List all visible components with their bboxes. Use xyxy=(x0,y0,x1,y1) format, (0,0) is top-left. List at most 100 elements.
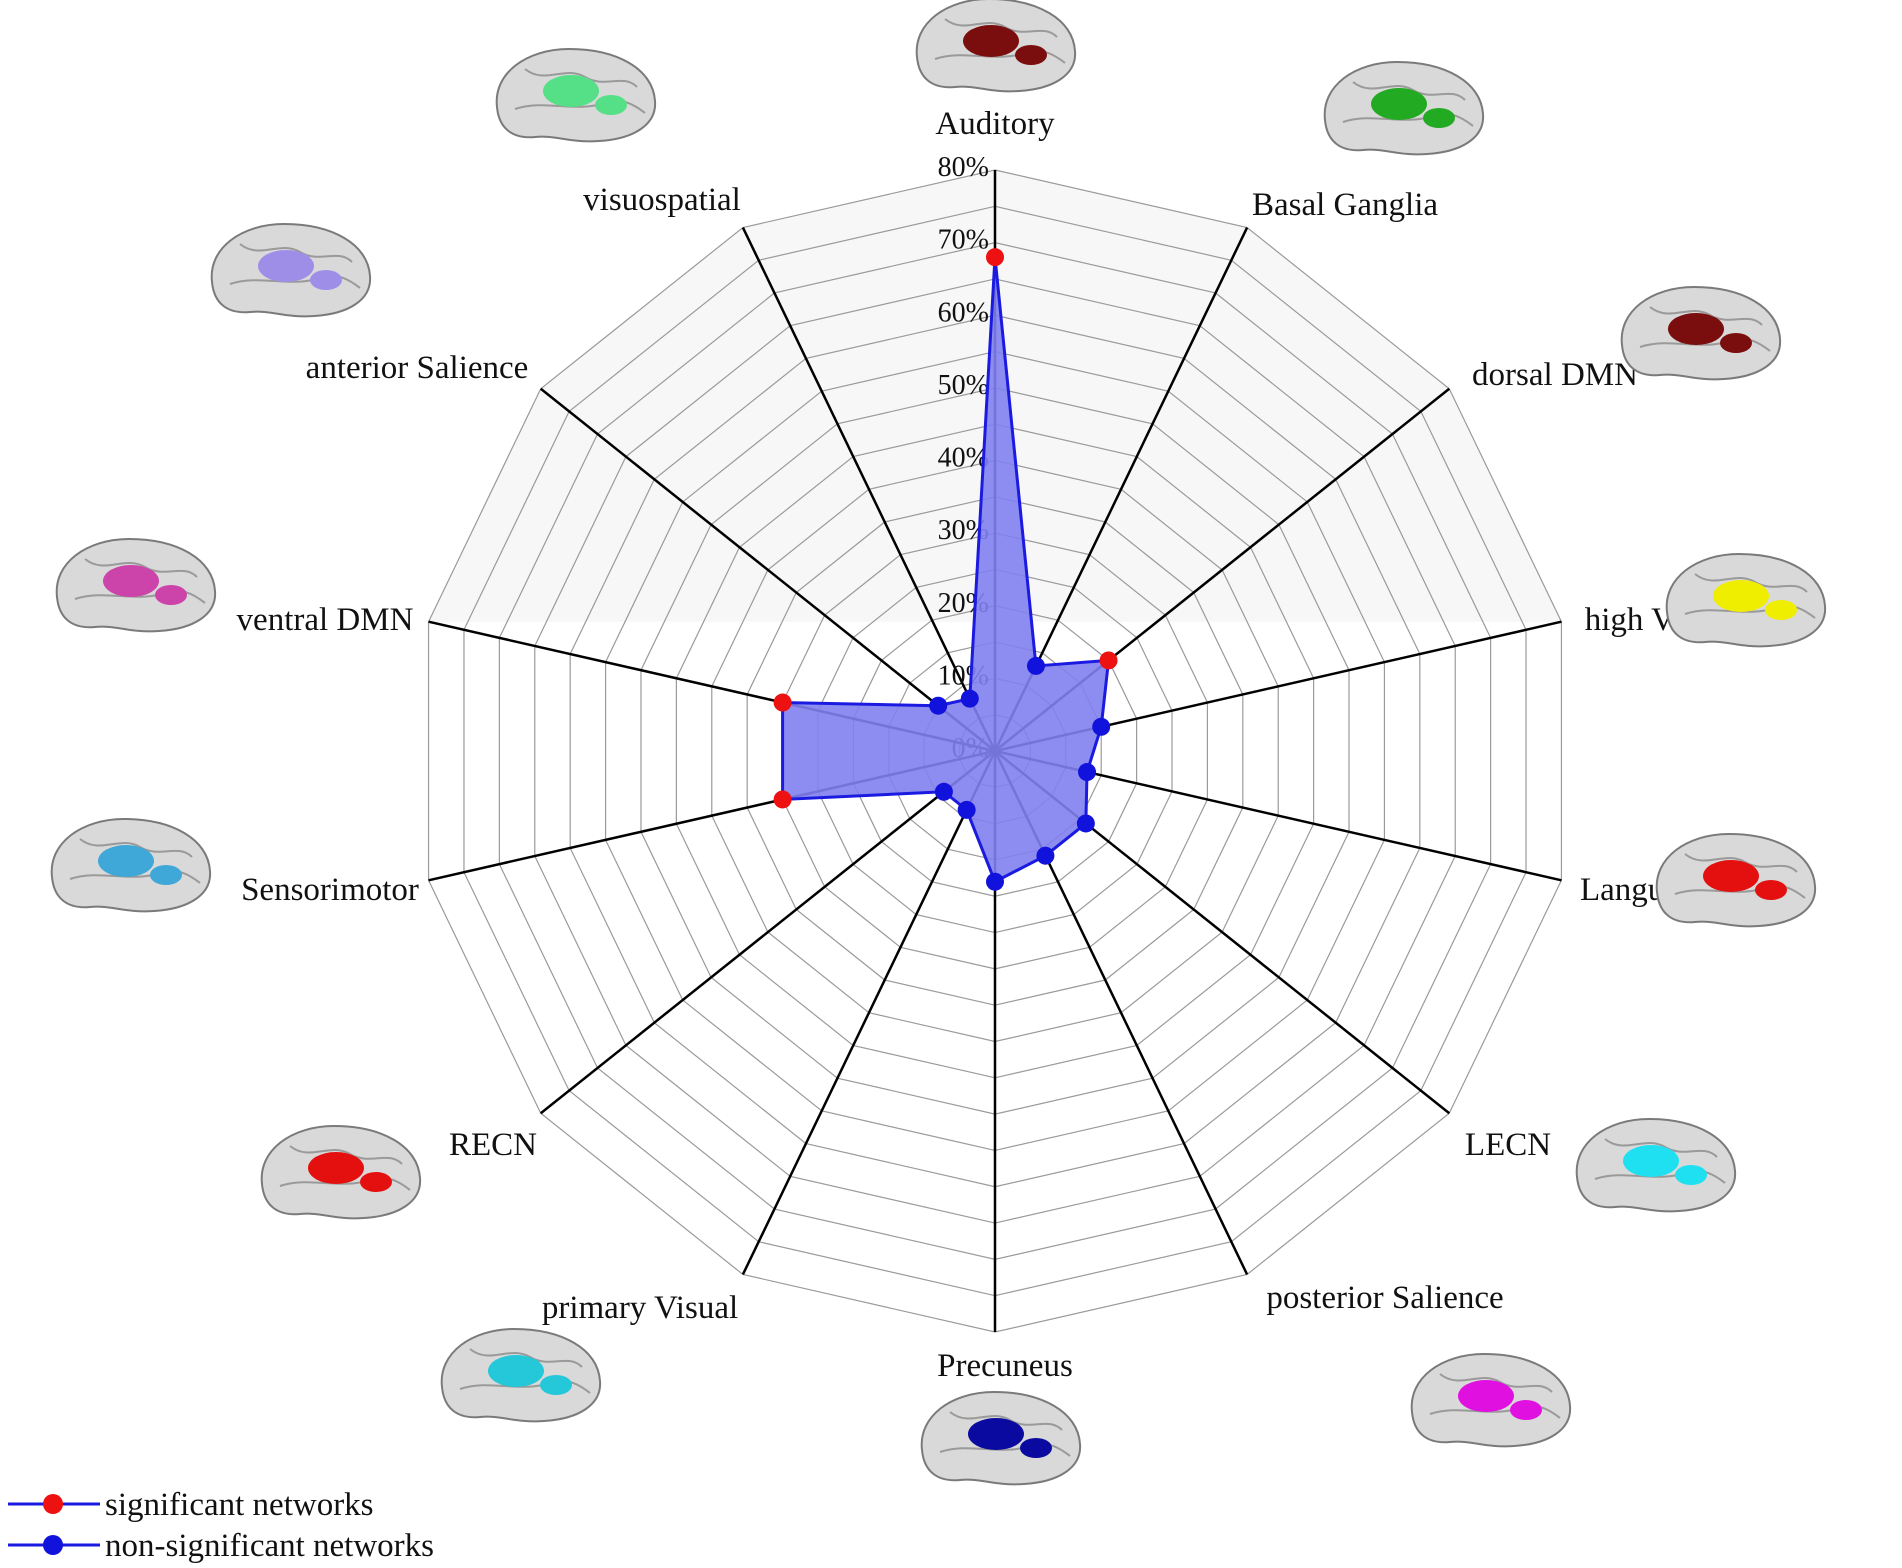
brain-highlight-region xyxy=(155,585,187,605)
category-label: anterior Salience xyxy=(306,350,529,386)
brain-highlight-region xyxy=(308,1152,364,1184)
brain-highlight-region xyxy=(150,865,182,885)
brain-icon xyxy=(1410,1352,1572,1448)
brain-highlight-region xyxy=(488,1355,544,1387)
significant-marker xyxy=(986,248,1004,267)
brain-icons xyxy=(50,0,1827,1486)
legend: significant networks non-significant netw… xyxy=(8,1487,434,1564)
brain-sulcus xyxy=(949,1411,1063,1431)
brain-icon xyxy=(1665,552,1827,648)
nonsignificant-marker xyxy=(1076,814,1095,833)
category-label: ventral DMN xyxy=(237,602,414,638)
brain-sulcus xyxy=(944,18,1058,38)
nonsignificant-marker xyxy=(986,872,1004,891)
brain-sulcus xyxy=(79,838,193,858)
brain-sulcus xyxy=(1684,853,1798,873)
brain-highlight-region xyxy=(540,1375,572,1395)
brain-sulcus xyxy=(469,1348,583,1368)
brain-sulcus xyxy=(524,68,638,88)
tick-label: 80% xyxy=(938,152,989,183)
brain-icon xyxy=(260,1124,422,1220)
nonsignificant-marker xyxy=(1078,763,1097,782)
brain-highlight-region xyxy=(310,270,342,290)
brain-sulcus xyxy=(239,243,353,263)
axis-spoke xyxy=(741,750,997,1276)
axis-spoke xyxy=(539,750,996,1115)
brain-icon xyxy=(210,222,372,318)
legend-marker xyxy=(43,1494,63,1514)
category-label: primary Visual xyxy=(542,1290,738,1326)
tick-label: 50% xyxy=(938,370,989,401)
category-label: LECN xyxy=(1465,1127,1551,1163)
brain-highlight-region xyxy=(1020,1438,1052,1458)
brain-highlight-region xyxy=(1713,580,1769,612)
tick-labels: 0%10%20%30%40%50%60%70%80% xyxy=(938,152,989,764)
brain-highlight-region xyxy=(1371,88,1427,120)
significant-marker xyxy=(773,790,792,809)
category-label: visuospatial xyxy=(583,182,741,218)
brain-icon xyxy=(495,47,657,143)
category-label: dorsal DMN xyxy=(1472,357,1638,393)
brain-sulcus xyxy=(289,1145,403,1165)
brain-highlight-region xyxy=(360,1172,392,1192)
data-series xyxy=(773,248,1118,891)
brain-sulcus xyxy=(84,558,198,578)
brain-sulcus xyxy=(1352,81,1466,101)
category-label: Basal Ganglia xyxy=(1252,187,1438,223)
nonsignificant-marker xyxy=(960,689,979,708)
brain-highlight-region xyxy=(1668,313,1724,345)
brain-icon xyxy=(920,1390,1082,1486)
brain-icon xyxy=(1575,1117,1737,1213)
category-label: Sensorimotor xyxy=(241,872,419,908)
tick-label: 70% xyxy=(938,225,989,256)
brain-highlight-region xyxy=(968,1418,1024,1450)
brain-highlight-region xyxy=(258,250,314,282)
brain-highlight-region xyxy=(543,75,599,107)
brain-icon xyxy=(915,0,1077,93)
nonsignificant-marker xyxy=(1026,656,1045,675)
axis-spoke xyxy=(741,226,997,752)
brain-highlight-region xyxy=(595,95,627,115)
brain-highlight-region xyxy=(1623,1145,1679,1177)
brain-highlight-region xyxy=(1510,1400,1542,1420)
brain-sulcus xyxy=(1604,1138,1718,1158)
nonsignificant-marker xyxy=(929,696,948,715)
brain-highlight-region xyxy=(1720,333,1752,353)
brain-icon xyxy=(1323,60,1485,156)
brain-highlight-region xyxy=(1423,108,1455,128)
nonsignificant-marker xyxy=(934,782,953,801)
brain-highlight-region xyxy=(1458,1380,1514,1412)
tick-label: 40% xyxy=(938,443,989,474)
brain-highlight-region xyxy=(1015,45,1047,65)
brain-highlight-region xyxy=(98,845,154,877)
nonsignificant-marker xyxy=(957,800,976,819)
brain-highlight-region xyxy=(1703,860,1759,892)
category-label: posterior Salience xyxy=(1266,1280,1503,1316)
brain-sulcus xyxy=(1694,573,1808,593)
brain-sulcus xyxy=(1439,1373,1553,1393)
legend-marker xyxy=(43,1535,63,1555)
brain-sulcus xyxy=(1649,306,1763,326)
brain-icon xyxy=(50,817,212,913)
category-label: RECN xyxy=(449,1127,537,1163)
brain-icon xyxy=(55,537,217,633)
nonsignificant-marker xyxy=(1036,846,1055,865)
brain-icon xyxy=(1655,832,1817,928)
brain-icon xyxy=(440,1327,602,1423)
brain-highlight-region xyxy=(1675,1165,1707,1185)
brain-highlight-region xyxy=(963,25,1019,57)
legend-label: non-significant networks xyxy=(105,1528,434,1564)
significant-marker xyxy=(773,693,792,712)
nonsignificant-marker xyxy=(1092,717,1111,736)
category-label: Precuneus xyxy=(937,1348,1073,1384)
brain-icon xyxy=(1620,285,1782,381)
brain-highlight-region xyxy=(103,565,159,597)
legend-label: significant networks xyxy=(105,1487,374,1523)
tick-label: 60% xyxy=(938,297,989,328)
category-label: Auditory xyxy=(935,106,1055,142)
brain-highlight-region xyxy=(1755,880,1787,900)
significant-marker xyxy=(1099,651,1118,670)
brain-highlight-region xyxy=(1765,600,1797,620)
axis-spoke xyxy=(539,387,996,752)
